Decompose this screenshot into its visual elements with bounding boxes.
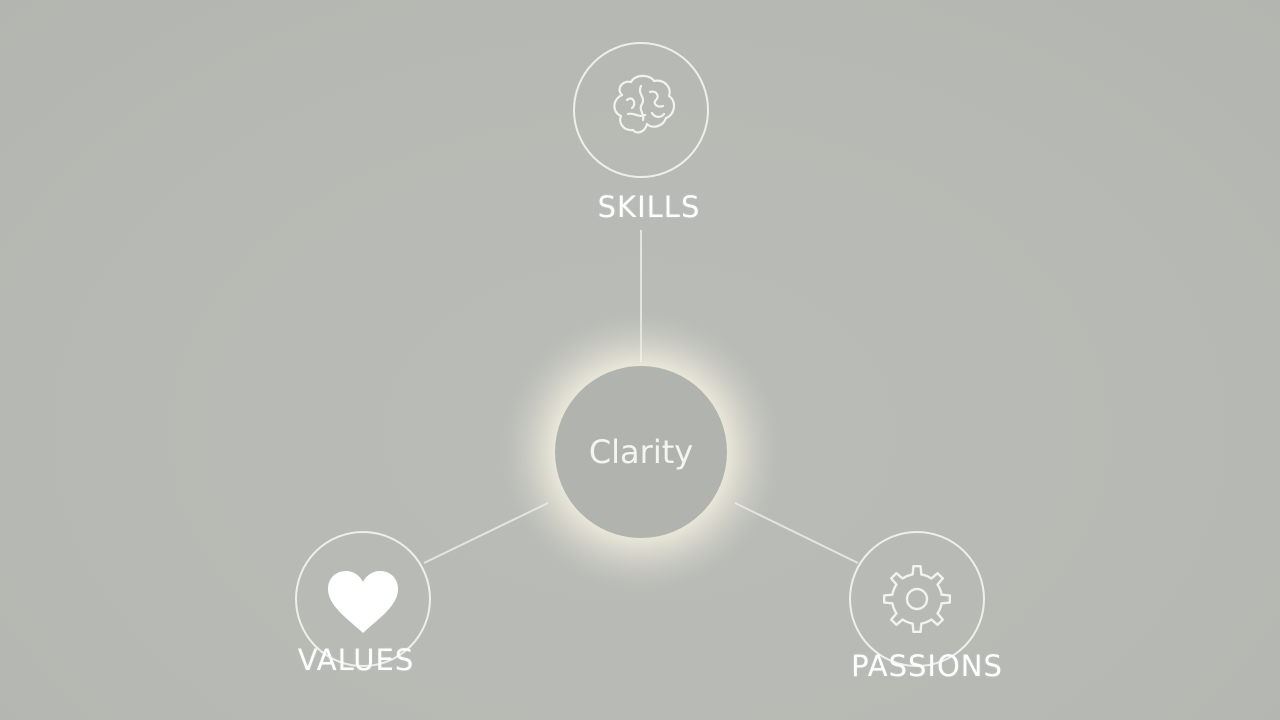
- values-ring: [295, 531, 431, 667]
- passions-label: PASSIONS: [851, 649, 1003, 683]
- node-passions: [849, 531, 985, 667]
- heart-icon: [328, 571, 398, 633]
- passions-ring: [849, 531, 985, 667]
- center-label: Clarity: [588, 433, 694, 471]
- center-circle: [555, 366, 727, 538]
- node-skills: [573, 42, 709, 178]
- skills-label: SKILLS: [597, 190, 701, 224]
- brain-icon: [613, 74, 676, 134]
- gear-icon: [883, 565, 951, 633]
- skills-ring: [573, 42, 709, 178]
- values-label: VALUES: [297, 643, 415, 677]
- node-values: [295, 531, 431, 667]
